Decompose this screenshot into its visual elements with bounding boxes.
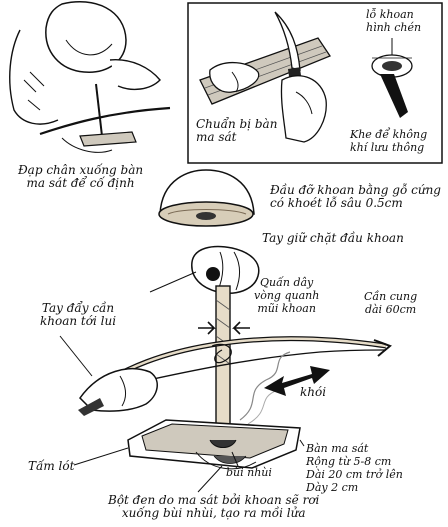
- label-slot-line2: khí lưu thông: [350, 141, 425, 154]
- label-notch-line1: lỗ khoan: [366, 8, 414, 21]
- label-wrap: Quấn dây vòng quanh mũi khoan: [254, 276, 319, 315]
- label-notch-line2: hình chén: [366, 21, 422, 34]
- arrow-in-left: [198, 321, 216, 335]
- label-wrap-line1: Quấn dây: [260, 276, 314, 289]
- label-board-line2: Rộng từ 5-8 cm: [306, 455, 392, 468]
- hand-left-icon: [209, 62, 260, 93]
- label-board-line1: Bàn ma sát: [306, 442, 369, 455]
- label-push: Tay đẩy cần khoan tới lui: [40, 302, 116, 328]
- double-arrow-icon: [264, 366, 330, 396]
- smoke-wisp: [239, 351, 291, 421]
- label-push-line2: khoan tới lui: [40, 314, 117, 328]
- label-bow: Cần cung dài 60cm: [364, 290, 417, 316]
- label-ember-line1: Bột đen do ma sát bởi khoan sẽ rơi: [108, 493, 320, 507]
- label-wrap-line3: mũi khoan: [257, 302, 316, 315]
- hand-push-icon: [59, 335, 158, 416]
- pointer-board: [299, 439, 305, 447]
- label-pad-text: Tấm lót: [28, 459, 75, 473]
- label-board-line4: Dày 2 cm: [306, 481, 359, 494]
- label-step-prepare-line2: ma sát: [196, 130, 237, 144]
- label-step-foot: Đạp chân xuống bàn ma sát để cố định: [18, 164, 143, 190]
- label-socket-line2: có khoét lỗ sâu 0.5cm: [270, 196, 403, 210]
- label-step-prepare-line1: Chuẩn bị bàn: [196, 117, 278, 131]
- label-bow-line2: dài 60cm: [364, 303, 417, 316]
- hand-right-icon: [280, 75, 327, 143]
- label-bow-line1: Cần cung: [364, 290, 418, 303]
- label-step-foot-line1: Đạp chân xuống bàn: [18, 163, 144, 177]
- socket-dome-icon: [158, 169, 255, 227]
- label-notch: lỗ khoan hình chén: [366, 8, 421, 34]
- pointer-pad: [73, 447, 129, 466]
- label-push-line1: Tay đẩy cần: [41, 301, 115, 315]
- label-ember: Bột đen do ma sát bởi khoan sẽ rơi xuống…: [108, 494, 319, 520]
- label-wrap-line2: vòng quanh: [254, 289, 320, 302]
- label-board-line3: Dài 20 cm trở lên: [306, 468, 403, 481]
- label-hand-grip-text: Tay giữ chặt đầu khoan: [262, 231, 404, 245]
- notch-detail-icon: [371, 54, 413, 118]
- label-tinder-text: bùi nhùi: [226, 466, 272, 479]
- label-tinder: bùi nhùi: [226, 466, 272, 479]
- label-step-foot-line2: ma sát để cố định: [26, 176, 135, 190]
- hand-grip-icon: [149, 245, 260, 294]
- label-socket: Đầu đỡ khoan bằng gỗ cứng có khoét lỗ sâ…: [270, 184, 441, 210]
- arrow-in-right: [232, 321, 250, 335]
- smoke-wisp-2: [247, 389, 279, 425]
- fireboard-icon: [127, 419, 301, 470]
- label-ember-line2: xuống bùi nhùi, tạo ra mồi lửa: [121, 506, 306, 520]
- label-smoke: khói: [300, 386, 326, 399]
- label-socket-line1: Đầu đỡ khoan bằng gỗ cứng: [270, 183, 441, 197]
- inset-frame: [187, 2, 443, 164]
- pointer-ember: [197, 465, 223, 493]
- label-slot-line1: Khe để không: [350, 128, 428, 141]
- pointer-tinder: [231, 451, 239, 467]
- label-board: Bàn ma sát Rộng từ 5-8 cm Dài 20 cm trở …: [306, 442, 403, 494]
- label-pad: Tấm lót: [28, 460, 74, 473]
- label-slot: Khe để không khí lưu thông: [350, 128, 427, 154]
- label-smoke-text: khói: [300, 385, 327, 399]
- kneeling-man-icon: [9, 1, 171, 153]
- label-step-prepare: Chuẩn bị bàn ma sát: [196, 118, 277, 144]
- label-hand-grip: Tay giữ chặt đầu khoan: [262, 232, 404, 245]
